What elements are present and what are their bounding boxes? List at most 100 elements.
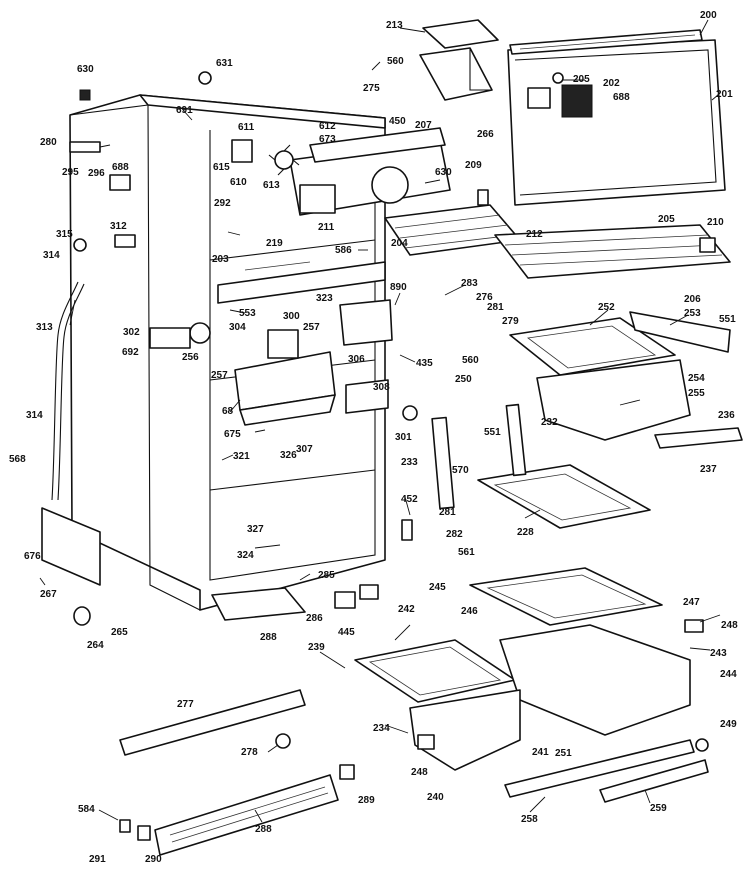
label-254: 254 bbox=[688, 373, 705, 384]
label-312: 312 bbox=[110, 221, 127, 232]
label-212: 212 bbox=[526, 229, 543, 240]
label-258: 258 bbox=[521, 814, 538, 825]
crisper-cover bbox=[431, 403, 651, 529]
cabinet bbox=[41, 94, 386, 611]
label-551-mid: 551 bbox=[484, 427, 501, 438]
label-289: 289 bbox=[358, 795, 375, 806]
label-630-top: 630 bbox=[77, 64, 94, 75]
label-676: 676 bbox=[24, 551, 41, 562]
freezer-shelves bbox=[384, 204, 731, 279]
label-551-right: 551 bbox=[719, 314, 736, 325]
label-285: 285 bbox=[318, 570, 335, 581]
label-692: 692 bbox=[122, 347, 139, 358]
label-228: 228 bbox=[517, 527, 534, 538]
label-247: 247 bbox=[683, 597, 700, 608]
label-278: 278 bbox=[241, 747, 258, 758]
label-234: 234 bbox=[373, 723, 390, 734]
label-211: 211 bbox=[318, 222, 335, 233]
label-279: 279 bbox=[502, 316, 519, 327]
label-240: 240 bbox=[427, 792, 444, 803]
label-232: 232 bbox=[541, 417, 558, 428]
label-244: 244 bbox=[720, 669, 737, 680]
label-259: 259 bbox=[650, 803, 667, 814]
label-890: 890 bbox=[390, 282, 407, 293]
label-202: 202 bbox=[603, 78, 620, 89]
label-300: 300 bbox=[283, 311, 300, 322]
label-296: 296 bbox=[88, 168, 105, 179]
label-264: 264 bbox=[87, 640, 104, 651]
drain-tray bbox=[211, 584, 379, 621]
label-203: 203 bbox=[212, 254, 229, 265]
label-276: 276 bbox=[476, 292, 493, 303]
label-688-left: 688 bbox=[112, 162, 129, 173]
drawer-rails bbox=[119, 689, 709, 856]
label-255: 255 bbox=[688, 388, 705, 399]
label-673: 673 bbox=[319, 134, 336, 145]
label-553: 553 bbox=[239, 308, 256, 319]
label-233: 233 bbox=[401, 457, 418, 468]
label-586: 586 bbox=[335, 245, 352, 256]
label-205-shelf: 205 bbox=[658, 214, 675, 225]
ice-bucket bbox=[419, 19, 499, 101]
label-323: 323 bbox=[316, 293, 333, 304]
label-250: 250 bbox=[455, 374, 472, 385]
label-327: 327 bbox=[247, 524, 264, 535]
label-242: 242 bbox=[398, 604, 415, 615]
part-labels: 213 200 630 631 560 205 202 688 201 275 … bbox=[9, 10, 738, 865]
label-239: 239 bbox=[308, 642, 325, 653]
label-266: 266 bbox=[477, 129, 494, 140]
label-241: 241 bbox=[532, 747, 549, 758]
control-housing bbox=[149, 299, 393, 426]
label-688-top: 688 bbox=[613, 92, 630, 103]
label-252: 252 bbox=[598, 302, 615, 313]
label-450: 450 bbox=[389, 116, 406, 127]
label-243: 243 bbox=[710, 648, 727, 659]
label-253: 253 bbox=[684, 308, 701, 319]
label-249: 249 bbox=[720, 719, 737, 730]
label-306-b: 308 bbox=[373, 382, 390, 393]
label-256: 256 bbox=[182, 352, 199, 363]
label-283: 283 bbox=[461, 278, 478, 289]
label-265: 265 bbox=[111, 627, 128, 638]
label-290: 290 bbox=[145, 854, 162, 865]
label-675: 675 bbox=[224, 429, 241, 440]
label-314-top: 314 bbox=[43, 250, 60, 261]
label-291: 291 bbox=[89, 854, 106, 865]
label-691: 691 bbox=[176, 105, 193, 116]
label-561: 561 bbox=[458, 547, 475, 558]
label-236: 236 bbox=[718, 410, 735, 421]
label-326: 326 bbox=[280, 450, 297, 461]
label-267: 267 bbox=[40, 589, 57, 600]
label-315: 315 bbox=[56, 229, 73, 240]
label-630-mid: 630 bbox=[435, 167, 452, 178]
label-281-top: 281 bbox=[487, 302, 504, 313]
label-313: 313 bbox=[36, 322, 53, 333]
label-280: 280 bbox=[40, 137, 57, 148]
label-302: 302 bbox=[123, 327, 140, 338]
leader-lines bbox=[39, 19, 721, 823]
label-205-top: 205 bbox=[573, 74, 590, 85]
label-245: 245 bbox=[429, 582, 446, 593]
label-277: 277 bbox=[177, 699, 194, 710]
evaporator-housing bbox=[289, 127, 451, 216]
label-314-bottom: 314 bbox=[26, 410, 43, 421]
label-204: 204 bbox=[391, 238, 408, 249]
small-parts bbox=[69, 71, 716, 841]
label-301: 301 bbox=[395, 432, 412, 443]
label-321: 321 bbox=[233, 451, 250, 462]
label-251: 251 bbox=[555, 748, 572, 759]
label-288-top: 288 bbox=[260, 632, 277, 643]
label-631: 631 bbox=[216, 58, 233, 69]
label-201: 201 bbox=[716, 89, 733, 100]
label-612: 612 bbox=[319, 121, 336, 132]
label-307: 307 bbox=[296, 444, 313, 455]
label-207: 207 bbox=[415, 120, 432, 131]
label-246: 246 bbox=[461, 606, 478, 617]
label-613: 613 bbox=[263, 180, 280, 191]
label-248-bottom: 248 bbox=[411, 767, 428, 778]
label-257-a: 257 bbox=[303, 322, 320, 333]
label-304: 304 bbox=[229, 322, 246, 333]
label-237: 237 bbox=[700, 464, 717, 475]
fan-motor bbox=[231, 139, 300, 176]
